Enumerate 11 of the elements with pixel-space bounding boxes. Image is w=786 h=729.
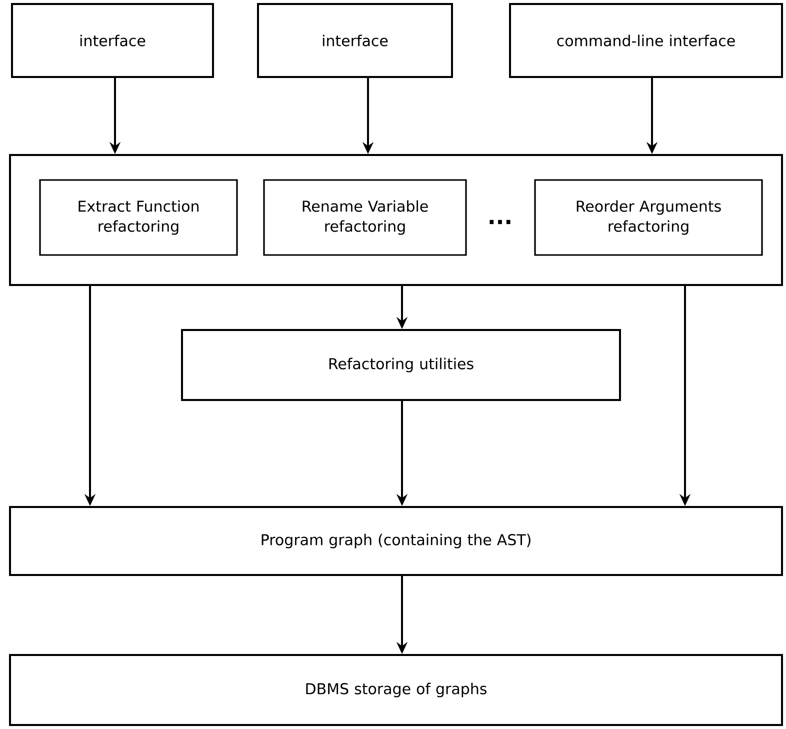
refactoring-box: Rename Variable refactoring [263, 179, 467, 256]
ellipsis: ... [490, 220, 510, 224]
layer-box: interface [257, 3, 453, 78]
module-box [9, 154, 783, 286]
layer-box: command-line interface [509, 3, 783, 78]
layer-box: Refactoring utilities [181, 329, 621, 401]
refactoring-box: Reorder Arguments refactoring [534, 179, 763, 256]
refactoring-box: Extract Function refactoring [39, 179, 238, 256]
layer-box: Program graph (containing the AST) [9, 506, 783, 576]
layer-box: interface [11, 3, 214, 78]
layer-box: DBMS storage of graphs [9, 654, 783, 726]
